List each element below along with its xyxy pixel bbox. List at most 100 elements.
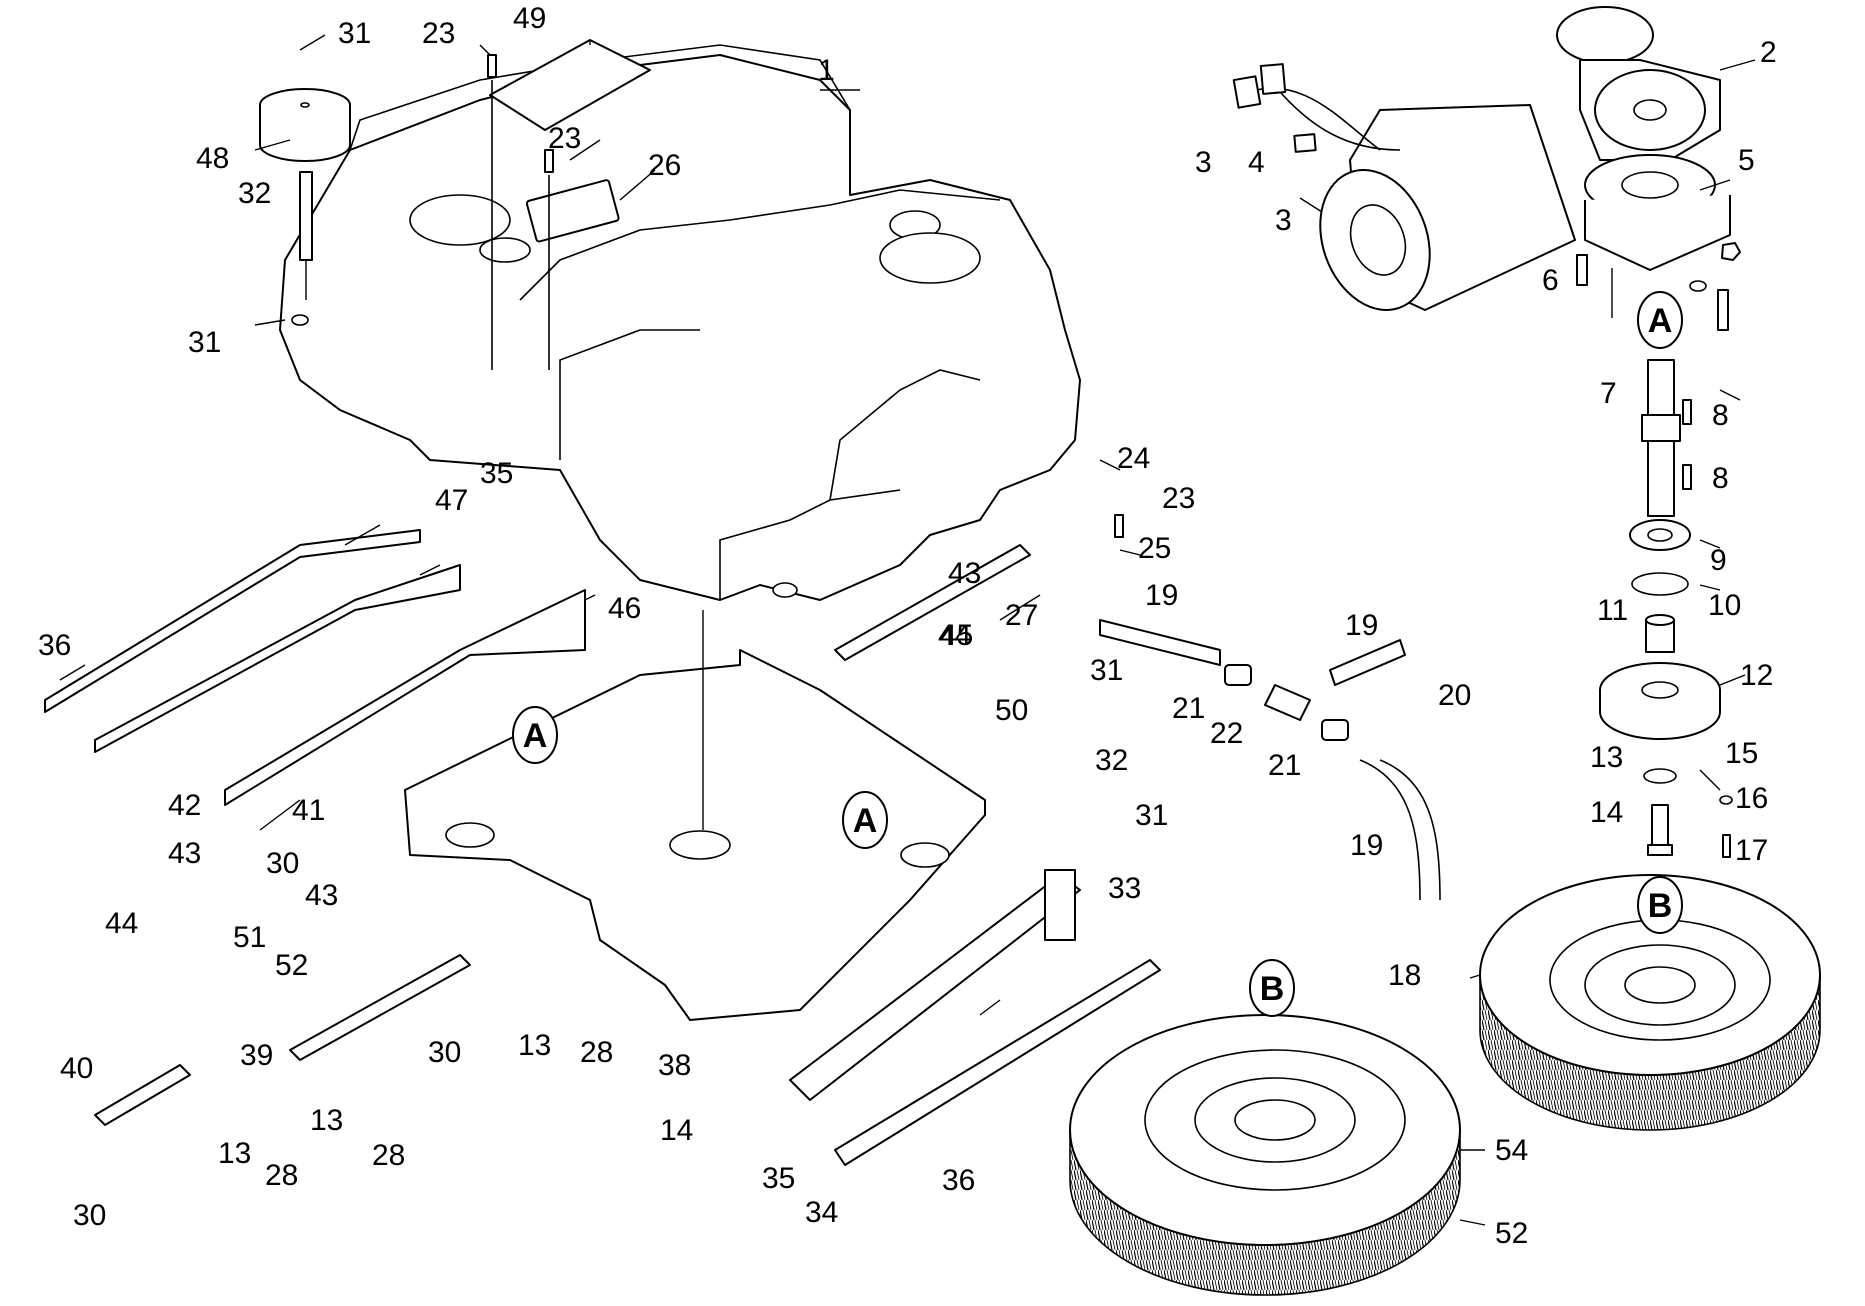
callout: 19 [1145, 579, 1178, 612]
screws-23 [487, 54, 1124, 538]
callout: 18 [1388, 959, 1421, 992]
reference-marker-label: A [523, 717, 548, 755]
reference-marker-label: A [1648, 302, 1673, 340]
ring-10 [1631, 572, 1689, 596]
link-39 [289, 954, 471, 1061]
callout: 47 [435, 484, 468, 517]
callout: 41 [292, 794, 325, 827]
callout: 39 [240, 1039, 273, 1072]
hub-12 [1599, 662, 1721, 740]
hub-fasteners [1643, 768, 1733, 858]
callout: 54 [1495, 1134, 1528, 1167]
callout: 10 [1708, 589, 1741, 622]
gearbox-2 [1556, 6, 1721, 161]
main-housing [279, 44, 1081, 601]
hoses [1099, 619, 1441, 901]
damper-47 [259, 88, 351, 300]
pad-holder-54 [1069, 1014, 1461, 1296]
callout: 46 [608, 592, 641, 625]
callout: 50 [995, 694, 1028, 727]
motor-3 [1232, 63, 1576, 311]
callout: 44 [938, 619, 971, 652]
callout: 24 [1117, 442, 1150, 475]
callout: 27 [1005, 599, 1038, 632]
callout: 49 [513, 2, 546, 35]
callout: 43 [305, 879, 338, 912]
shaft-7 [1641, 359, 1692, 517]
base-plate [404, 610, 986, 1021]
callout: 12 [1740, 659, 1773, 692]
callout: 20 [1438, 679, 1471, 712]
bracket-35-left [94, 564, 461, 753]
callout: 25 [1138, 532, 1171, 565]
callout: 19 [1350, 829, 1383, 862]
fasteners-6 [1576, 242, 1741, 331]
callout: 14 [660, 1114, 693, 1147]
reference-marker-label: B [1648, 887, 1673, 925]
callout: 30 [266, 847, 299, 880]
callout: 34 [805, 1196, 838, 1229]
callout: 17 [1735, 834, 1768, 867]
callout: 8 [1712, 462, 1729, 495]
callout: 30 [73, 1199, 106, 1232]
callout: 23 [1162, 482, 1195, 515]
brush-18 [1479, 874, 1821, 1131]
callout: 43 [948, 557, 981, 590]
callout: 13 [218, 1137, 251, 1170]
callout: 51 [233, 921, 266, 954]
callout: 28 [580, 1036, 613, 1069]
callout: 52 [1495, 1217, 1528, 1250]
callout: 33 [1108, 872, 1141, 905]
callout: 21 [1268, 749, 1301, 782]
callout: 28 [265, 1159, 298, 1192]
callout: 1 [818, 54, 835, 87]
bush-11 [1645, 614, 1675, 653]
callout: 19 [1345, 609, 1378, 642]
callout: 2 [1760, 36, 1777, 69]
callout: 14 [1590, 796, 1623, 829]
callout: 22 [1210, 717, 1243, 750]
callout: 48 [196, 142, 229, 175]
callout: 28 [372, 1139, 405, 1172]
callout: 44 [105, 907, 138, 940]
callout: 11 [1597, 594, 1628, 627]
callout: 13 [310, 1104, 343, 1137]
callout: 7 [1600, 377, 1617, 410]
callout: 6 [1542, 264, 1559, 297]
reference-marker-label: A [853, 802, 878, 840]
callout: 13 [518, 1029, 551, 1062]
callout: 31 [1135, 799, 1168, 832]
callout: 42 [168, 789, 201, 822]
bracket-33-34-35 [789, 869, 1161, 1166]
callout: 4 [1248, 146, 1265, 179]
callout: 32 [1095, 744, 1128, 777]
callout: 16 [1735, 782, 1768, 815]
callout: 26 [648, 149, 681, 182]
link-40 [94, 1064, 191, 1126]
callout: 13 [1590, 741, 1623, 774]
reference-markers: A A A B B [512, 291, 1683, 1017]
bracket-45 [224, 589, 586, 806]
callout: 31 [188, 326, 221, 359]
callout: 15 [1725, 737, 1758, 770]
bearing-9 [1629, 519, 1691, 551]
callout: 9 [1710, 544, 1727, 577]
callout: 52 [275, 949, 308, 982]
callout: 45 [940, 619, 973, 652]
callout: 36 [38, 629, 71, 662]
callout: 23 [548, 122, 581, 155]
callout: 31 [338, 17, 371, 50]
callout: 43 [168, 837, 201, 870]
callout: 38 [658, 1049, 691, 1082]
cover-plate-48 [489, 39, 651, 131]
callout: 3 [1195, 146, 1212, 179]
callout: 40 [60, 1052, 93, 1085]
bracket-46 [44, 529, 421, 713]
callout: 5 [1738, 144, 1755, 177]
leader-lines [59, 34, 1756, 1226]
callout: 21 [1172, 692, 1205, 725]
callout: 3 [1275, 204, 1292, 237]
flange-5 [1584, 154, 1731, 271]
